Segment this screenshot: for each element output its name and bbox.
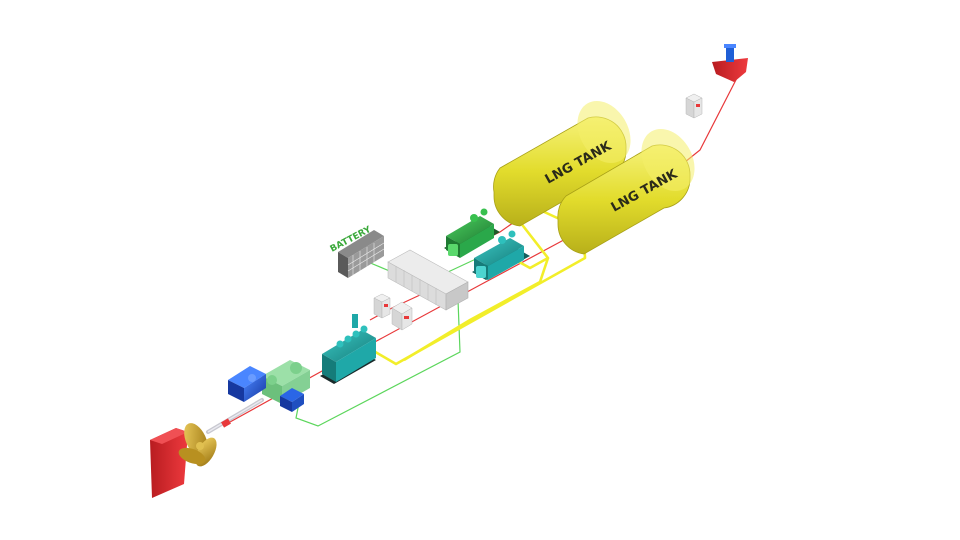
generator-set-green (444, 208, 500, 258)
rudder (150, 428, 188, 498)
lng-pipe-engine (403, 257, 550, 362)
switchboard (387, 249, 469, 311)
propeller-shaft (206, 398, 264, 434)
electric-motor-blue (228, 366, 266, 402)
propeller (178, 423, 217, 467)
bow-thruster (712, 44, 748, 82)
gearbox (262, 360, 310, 404)
shaft-motor-blue (280, 388, 304, 412)
cabinet-converter-1 (373, 293, 391, 319)
lng-tank-2: LNG TANK (557, 129, 695, 255)
main-engine (320, 314, 376, 384)
generator-set-teal (472, 230, 530, 280)
battery-pack: BATTERY (329, 225, 385, 278)
cabinet-converter-2 (391, 301, 413, 331)
cabinet-shore-connection (685, 93, 703, 119)
